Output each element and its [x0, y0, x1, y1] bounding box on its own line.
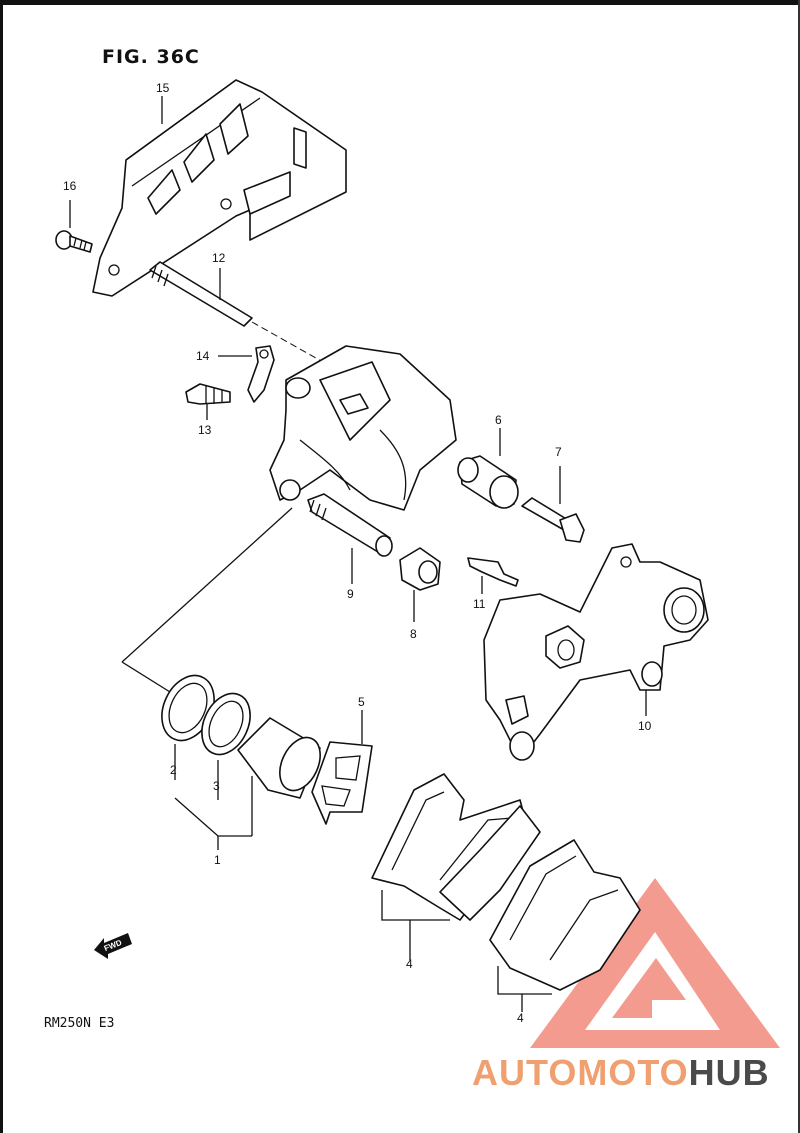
callout-10: 10: [638, 719, 652, 733]
part-4-brake-pad-b: [489, 839, 641, 1012]
part-3-seal: [201, 692, 251, 800]
frame-top-border: [0, 0, 800, 5]
part-10-bracket: [483, 543, 709, 761]
callout-6: 6: [495, 413, 502, 427]
part-12-pin: [149, 261, 331, 367]
callout-1: 1: [214, 853, 221, 867]
watermark-logo-icon: [530, 878, 780, 1048]
callout-13-label: 13: [198, 423, 212, 437]
callout-4a: 4: [406, 957, 413, 971]
part-1-piston: [121, 507, 321, 850]
part-6-sleeve: [457, 428, 519, 509]
part-9-slide-pin: [307, 493, 393, 584]
callout-3: 3: [213, 779, 220, 793]
part-11-clip: [467, 557, 519, 594]
part-7-bolt: [521, 466, 585, 543]
part-5-shim: [311, 710, 373, 825]
callout-9: 9: [347, 587, 354, 601]
part-16-bolt: [55, 200, 93, 253]
model-code: RM250N E3: [44, 1016, 115, 1031]
watermark-text-part1: AUTOMOTO: [472, 1052, 689, 1093]
callout-2: 2: [170, 763, 177, 777]
callout-11: 11: [473, 597, 486, 611]
frame-left-border: [0, 0, 3, 1133]
watermark-text: AUTOMOTOHUB: [472, 1052, 770, 1094]
callout-16: 16: [63, 179, 77, 193]
figure-title: FIG. 36C: [102, 46, 200, 68]
callout-5: 5: [358, 695, 365, 709]
part-8-boot: [399, 547, 441, 622]
callout-4b: 4: [517, 1011, 524, 1025]
part-14-cap: [218, 345, 275, 403]
callout-8: 8: [410, 627, 417, 641]
frame-right-border: [798, 0, 800, 1133]
caliper-body: [269, 345, 457, 511]
fwd-arrow-icon: [94, 933, 132, 959]
watermark-text-part2: HUB: [688, 1052, 770, 1093]
part-4-brake-pad-a: [371, 773, 541, 960]
part-15-guard: [92, 79, 347, 297]
callout-14: 14: [196, 349, 210, 363]
callout-15: 15: [156, 81, 170, 95]
callout-12: 12: [212, 251, 226, 265]
part-13-bleeder: [185, 383, 231, 420]
callout-7: 7: [555, 445, 562, 459]
